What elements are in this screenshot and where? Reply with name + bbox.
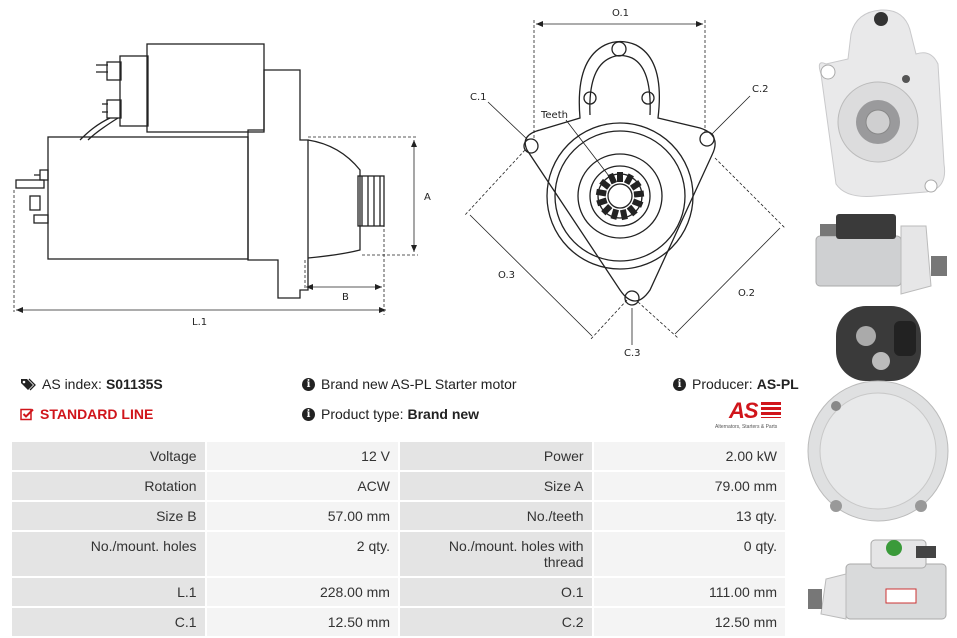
product-type: i Product type: Brand new: [302, 406, 479, 422]
spec-label: No./teeth: [397, 500, 594, 532]
spec-label: Size A: [397, 470, 594, 502]
spec-label: C.2: [397, 606, 594, 638]
spec-value: 2.00 kW: [591, 440, 788, 472]
producer-value: AS-PL: [756, 376, 799, 392]
dim-o1-label: O.1: [612, 8, 629, 19]
description-text: Brand new AS-PL Starter motor: [321, 376, 517, 392]
dim-l1-label: L.1: [192, 317, 207, 328]
photo-side-small[interactable]: [806, 206, 952, 302]
spec-value: 12.50 mm: [204, 606, 400, 638]
dim-c1-label: C.1: [470, 92, 487, 103]
spec-value: 0 qty.: [591, 530, 788, 578]
spec-value: 111.00 mm: [591, 576, 788, 608]
teeth-label: Teeth: [540, 110, 568, 121]
dim-c2-label: C.2: [752, 84, 769, 95]
spec-value: 228.00 mm: [204, 576, 400, 608]
spec-label: Size B: [10, 500, 207, 532]
dim-a-label: A: [424, 192, 431, 203]
photo-side-label[interactable]: [806, 534, 952, 632]
spec-label: O.1: [397, 576, 594, 608]
tags-icon: [21, 378, 36, 390]
logo-text: AS: [729, 398, 759, 423]
info-icon: i: [302, 407, 315, 421]
spec-value: 2 qty.: [204, 530, 400, 578]
as-index-value: S01135S: [105, 376, 163, 392]
logo-stripes: [761, 402, 781, 418]
spec-label: Rotation: [10, 470, 207, 502]
spec-label: Voltage: [10, 440, 207, 472]
producer-label: Producer:: [692, 376, 753, 392]
dim-o2-label: O.2: [738, 288, 755, 299]
spec-label: Power: [397, 440, 594, 472]
product-type-value: Brand new: [407, 406, 480, 422]
logo-tagline: Alternators, Starters & Parts: [715, 424, 778, 430]
as-index: AS index: S01135S: [20, 376, 163, 392]
dim-b-label: B: [342, 292, 349, 303]
standard-line: STANDARD LINE: [20, 406, 153, 422]
spec-label: No./mount. holes: [10, 530, 207, 578]
spec-label: L.1: [10, 576, 207, 608]
front-view-drawing: O.1 O.3 O.2 C.1 C.2 C.3 Teeth: [464, 8, 786, 359]
check-square-icon: [20, 408, 34, 420]
spec-value: 12 V: [204, 440, 400, 472]
dim-o3-label: O.3: [498, 270, 515, 281]
spec-value: 12.50 mm: [591, 606, 788, 638]
photo-rear[interactable]: [806, 306, 952, 528]
spec-label: C.1: [10, 606, 207, 638]
producer: i Producer: AS-PL: [673, 376, 799, 392]
spec-value: ACW: [204, 470, 400, 502]
as-pl-logo: AS Alternators, Starters & Parts: [715, 398, 795, 432]
spec-value: 13 qty.: [591, 500, 788, 532]
photo-front[interactable]: [806, 4, 952, 200]
product-type-label: Product type:: [321, 406, 404, 422]
as-index-label: AS index:: [42, 376, 102, 392]
spec-value: 57.00 mm: [204, 500, 400, 532]
info-icon: i: [302, 377, 315, 391]
product-description: i Brand new AS-PL Starter motor: [302, 376, 517, 392]
spec-label: No./mount. holes with thread: [397, 530, 594, 578]
dim-c3-label: C.3: [624, 348, 641, 359]
spec-value: 79.00 mm: [591, 470, 788, 502]
side-view-drawing: A B L.1: [13, 43, 431, 328]
info-icon: i: [673, 377, 686, 391]
standard-line-text: STANDARD LINE: [40, 406, 154, 422]
